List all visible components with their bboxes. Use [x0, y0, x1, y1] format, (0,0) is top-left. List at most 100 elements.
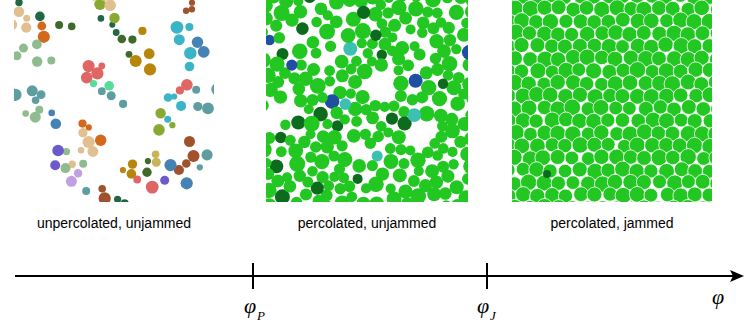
particle	[365, 137, 377, 149]
particle	[88, 146, 99, 157]
particle	[580, 201, 596, 202]
particle	[144, 63, 156, 75]
axis-symbol: φ	[477, 293, 489, 319]
particle	[14, 7, 24, 18]
particle	[307, 36, 320, 49]
particle	[19, 44, 28, 53]
particle	[666, 200, 682, 202]
particle	[437, 161, 449, 173]
particle	[559, 14, 573, 28]
particle	[356, 197, 370, 202]
particle	[514, 37, 529, 52]
particle	[388, 101, 399, 112]
particle	[113, 29, 120, 36]
particle	[79, 160, 87, 168]
particle	[702, 87, 712, 103]
particle	[450, 180, 464, 194]
particle	[451, 199, 464, 202]
particle	[266, 27, 268, 38]
particle	[304, 116, 320, 132]
particle	[294, 94, 307, 107]
particle	[144, 48, 155, 59]
particle	[51, 119, 62, 130]
particle	[608, 25, 624, 41]
particle	[27, 85, 38, 96]
particle	[21, 23, 31, 33]
particle	[14, 89, 22, 101]
axis-symbol: φ	[244, 293, 256, 319]
particle	[314, 154, 329, 169]
particle	[169, 122, 175, 128]
particle	[461, 18, 468, 29]
particle	[341, 28, 356, 43]
particle	[432, 91, 447, 106]
particle	[407, 94, 418, 105]
particle	[551, 0, 566, 15]
particle	[419, 179, 432, 192]
particle	[380, 102, 390, 112]
particle	[457, 28, 468, 42]
particle	[280, 120, 290, 130]
particle	[303, 0, 316, 3]
particle	[466, 0, 468, 7]
particle	[340, 98, 352, 110]
particle	[202, 149, 213, 160]
particle	[432, 8, 443, 19]
particle	[449, 5, 464, 20]
particle	[266, 158, 272, 168]
particle	[35, 12, 45, 22]
particle	[98, 87, 106, 95]
particle	[23, 15, 30, 22]
particle	[197, 164, 203, 170]
particle	[50, 160, 60, 170]
particle	[32, 97, 40, 105]
particle	[460, 147, 468, 162]
particle	[152, 151, 160, 159]
axis-arrowhead	[730, 270, 744, 282]
axis-tick	[252, 263, 254, 289]
particle	[445, 123, 460, 138]
particle	[392, 130, 406, 144]
particle	[405, 145, 415, 155]
particle	[142, 168, 151, 177]
particle	[636, 200, 652, 202]
particle	[317, 92, 328, 103]
particle	[543, 170, 551, 178]
particle	[118, 35, 127, 44]
particle	[133, 176, 141, 184]
particle	[465, 5, 468, 19]
particle	[81, 72, 93, 84]
axis-subscript: J	[490, 308, 496, 324]
particle	[406, 24, 416, 34]
particle	[417, 28, 427, 38]
particle	[651, 201, 666, 202]
particle	[710, 201, 712, 202]
particle	[291, 197, 303, 202]
particle	[293, 0, 303, 6]
particle	[171, 21, 184, 34]
particle	[22, 110, 29, 117]
particle	[104, 0, 116, 11]
particle	[55, 21, 63, 29]
particle	[543, 164, 557, 178]
state-label: percolated, unjammed	[298, 215, 437, 231]
particle	[536, 199, 552, 203]
particle	[695, 174, 710, 189]
particle	[579, 1, 594, 16]
particle	[369, 197, 384, 202]
particle	[211, 83, 214, 96]
particle	[356, 90, 370, 104]
particle	[183, 8, 189, 14]
axis-tick	[486, 263, 488, 289]
particle	[107, 91, 116, 100]
particle	[324, 65, 335, 76]
particle	[292, 44, 308, 60]
particle	[444, 34, 456, 46]
particle	[343, 42, 357, 56]
particle	[82, 187, 90, 195]
particle	[385, 143, 396, 154]
particle	[94, 0, 105, 10]
particle	[432, 150, 443, 161]
particle	[346, 191, 357, 202]
particle	[181, 177, 193, 189]
